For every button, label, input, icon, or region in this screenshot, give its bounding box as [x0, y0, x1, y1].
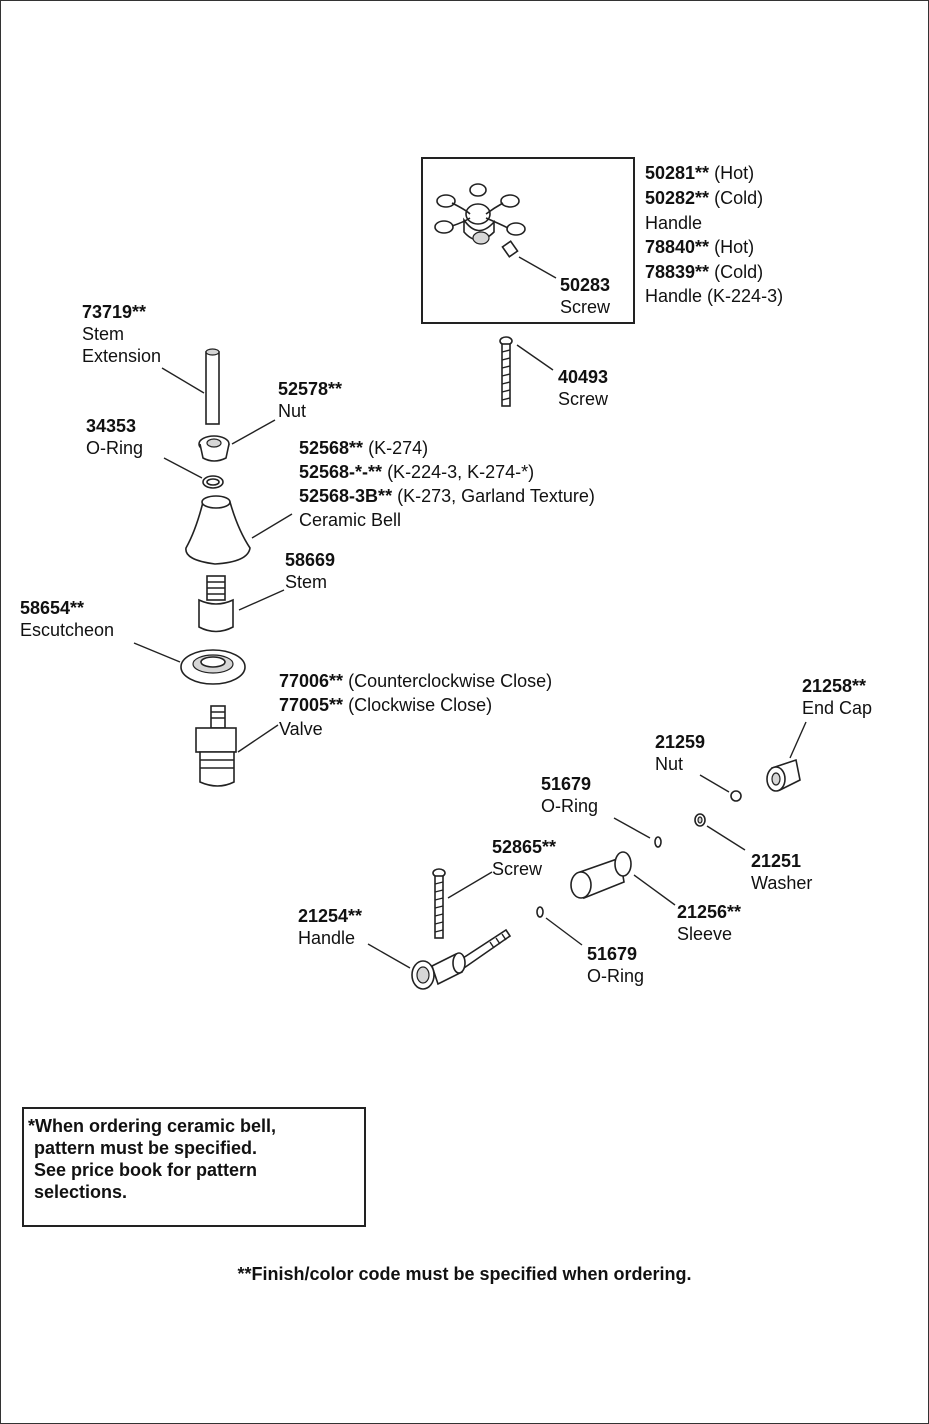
finish-footnote: **Finish/color code must be specified wh… [237, 1264, 692, 1284]
oring-51679-bottom-drawing [536, 906, 583, 946]
escutcheon-drawing [133, 642, 246, 685]
label-handle-cold: 50282** (Cold) [645, 188, 764, 208]
handle-inset-box [421, 157, 635, 324]
sleeve-21256-drawing [570, 851, 676, 906]
label-handle-21254: 21254**Handle [298, 906, 363, 948]
nut-21259-drawing [699, 774, 742, 802]
label-sleeve: 21256**Sleeve [677, 902, 742, 944]
label-valve-ccw: 77006** (Counterclockwise Close) [279, 671, 553, 691]
label-handle-k224-cold: 78839** (Cold) [645, 262, 764, 282]
oring-34353-drawing [163, 457, 224, 489]
label-screw-52865: 52865**Screw [492, 837, 557, 879]
nut-52578-drawing [198, 419, 276, 462]
oring-51679-top-drawing [613, 817, 662, 848]
label-handle-k224-name: Handle (K-224-3) [645, 286, 784, 306]
screw-40493-drawing [499, 336, 554, 407]
stem-58669-drawing [198, 575, 285, 633]
end-cap-drawing [766, 721, 807, 792]
ceramic-bell-note: *When ordering ceramic bell, pattern mus… [22, 1107, 366, 1227]
label-bell-k273: 52568-3B** (K-273, Garland Texture) [299, 486, 595, 506]
ceramic-bell-drawing [185, 495, 293, 565]
handle-21254-drawing [367, 928, 512, 990]
note-line-2: pattern must be specified. [34, 1138, 258, 1158]
label-handle-hot: 50281** (Hot) [645, 163, 755, 183]
label-end-cap: 21258**End Cap [802, 676, 873, 718]
label-valve-cw: 77005** (Clockwise Close) [279, 695, 493, 715]
cross-handle-drawing [434, 183, 526, 245]
label-bell-k274: 52568** (K-274) [299, 438, 429, 458]
label-bell-name: Ceramic Bell [299, 510, 402, 530]
label-handle-k224-hot: 78840** (Hot) [645, 237, 755, 257]
note-line-3: See price book for pattern [34, 1160, 258, 1180]
label-nut-52578: 52578**Nut [278, 379, 343, 421]
note-line-1: *When ordering ceramic bell, [28, 1116, 277, 1136]
label-valve-name: Valve [279, 719, 323, 739]
valve-drawing [195, 705, 279, 787]
washer-21251-drawing [694, 813, 746, 851]
set-screw-50283-drawing [501, 240, 557, 279]
label-bell-k224: 52568-*-** (K-224-3, K-274-*) [299, 462, 535, 482]
note-line-4: selections. [34, 1182, 128, 1202]
label-handle-name: Handle [645, 213, 703, 233]
label-escutcheon: 58654**Escutcheon [20, 598, 115, 640]
screw-52865-drawing [432, 868, 493, 939]
stem-extension-drawing [161, 348, 220, 425]
